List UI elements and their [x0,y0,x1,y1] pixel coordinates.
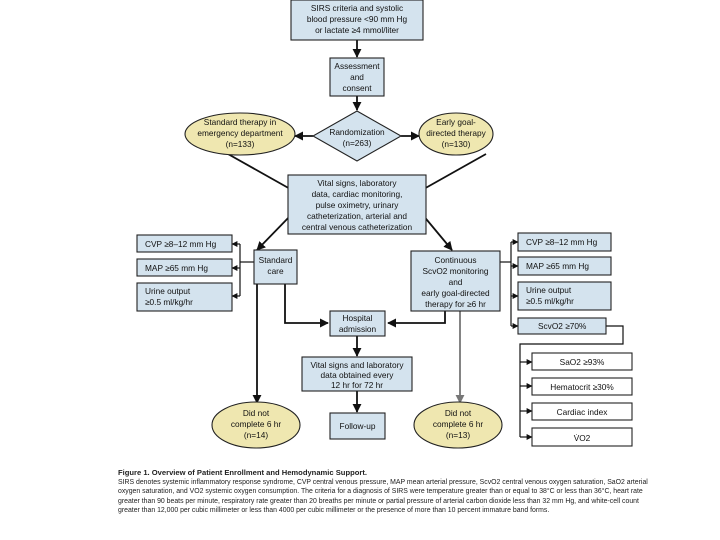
right-incomplete-ellipse: Did not complete 6 hr (n=13) [413,401,503,449]
sirs-line-1: SIRS criteria and systolic [311,3,403,13]
standard-group-count: (n=133) [226,139,255,149]
cardiac-index-label: Cardiac index [557,407,609,417]
caption-title: Figure 1. Overview of Patient Enrollment… [118,468,367,477]
left-map-target: MAP ≥65 mm Hg [136,258,233,277]
egdt-group-count: (n=130) [442,139,471,149]
sao2-label: SaO2 ≥93% [560,357,605,367]
standard-group-line-2: emergency department [197,128,283,138]
right-cvp-target: CVP ≥8–12 mm Hg [517,232,612,252]
hematocrit-label: Hematocrit ≥30% [550,382,614,392]
right-incomplete-count: (n=13) [446,430,470,440]
assessment-line-1: Assessment [334,61,380,71]
vital-line-5: central venous catheterization [302,222,413,232]
sirs-line-2: blood pressure <90 mm Hg [307,14,408,24]
figure-caption: Figure 1. Overview of Patient Enrollment… [118,468,648,515]
continuous-monitoring-box: Continuous ScvO2 monitoring and early go… [410,250,501,312]
vital-obtained-line-1: Vital signs and laboratory [310,360,404,370]
right-cvp-label: CVP ≥8–12 mm Hg [526,237,598,247]
right-map-label: MAP ≥65 mm Hg [526,261,589,271]
cardiac-index-target: Cardiac index [531,402,633,421]
standard-care-line-2: care [267,266,284,276]
left-incomplete-ellipse: Did not complete 6 hr (n=14) [211,401,301,449]
randomization-count: (n=263) [343,138,372,148]
vital-line-2: data, cardiac monitoring, [312,189,403,199]
followup-box: Follow-up [329,412,386,440]
left-incomplete-line-1: Did not [243,408,270,418]
sirs-line-3: or lactate ≥4 mmol/liter [315,25,399,35]
hematocrit-target: Hematocrit ≥30% [531,377,633,396]
right-scvo2-target: ScvO2 ≥70% [517,317,607,335]
randomization-label: Randomization [329,127,385,137]
continuous-line-1: Continuous [435,255,477,265]
right-incomplete-line-1: Did not [445,408,472,418]
left-urine-line-2: ≥0.5 ml/kg/hr [145,297,193,307]
continuous-line-4: early goal-directed [421,288,490,298]
vital-obtained-line-2: data obtained every [321,370,395,380]
right-urine-line-1: Urine output [526,285,572,295]
randomization-diamond: Randomization (n=263) [311,110,403,162]
assessment-line-2: and [350,72,364,82]
vital-line-3: pulse oximetry, urinary [316,200,400,210]
egdt-group-line-1: Early goal- [436,117,476,127]
left-urine-line-1: Urine output [145,286,191,296]
egdt-group-line-2: directed therapy [426,128,486,138]
connectors [227,40,624,440]
right-incomplete-line-2: complete 6 hr [433,419,484,429]
hospital-admission-box: Hospital admission [329,310,386,337]
egdt-group: Early goal- directed therapy (n=130) [418,112,494,156]
followup-label: Follow-up [340,421,376,431]
right-urine-line-2: ≥0.5 ml/kg/hr [526,296,574,306]
caption-text: SIRS denotes systemic inflammatory respo… [118,479,648,514]
left-incomplete-line-2: complete 6 hr [231,419,282,429]
sao2-target: SaO2 ≥93% [531,352,633,371]
continuous-line-2: ScvO2 monitoring [423,266,489,276]
vital-signs-box: Vital signs, laboratory data, cardiac mo… [287,174,427,235]
vital-obtained-line-3: 12 hr for 72 hr [331,380,383,390]
assessment-line-3: consent [342,83,372,93]
continuous-line-3: and [449,277,463,287]
standard-therapy-group: Standard therapy in emergency department… [184,112,296,156]
left-urine-target: Urine output ≥0.5 ml/kg/hr [136,282,233,312]
left-map-label: MAP ≥65 mm Hg [145,263,208,273]
left-cvp-label: CVP ≥8–12 mm Hg [145,239,217,249]
right-scvo2-label: ScvO2 ≥70% [538,321,587,331]
standard-group-line-1: Standard therapy in [204,117,277,127]
vo2-target: V̇O2 [531,427,633,447]
continuous-line-5: therapy for ≥6 hr [425,299,486,309]
vital-line-4: catheterization, arterial and [307,211,407,221]
right-map-target: MAP ≥65 mm Hg [517,256,612,276]
vital-obtained-box: Vital signs and laboratory data obtained… [301,356,413,392]
standard-care-box: Standard care [253,249,298,285]
assessment-box: Assessment and consent [329,57,385,97]
hospital-line-1: Hospital [343,313,373,323]
sirs-criteria-box: SIRS criteria and systolic blood pressur… [290,0,424,41]
hospital-line-2: admission [339,324,377,334]
standard-care-line-1: Standard [259,255,293,265]
left-cvp-target: CVP ≥8–12 mm Hg [136,234,233,253]
flowchart: SIRS criteria and systolic blood pressur… [136,0,633,449]
left-incomplete-count: (n=14) [244,430,268,440]
vital-line-1: Vital signs, laboratory [317,178,397,188]
vo2-label: V̇O2 [574,433,591,443]
right-urine-target: Urine output ≥0.5 ml/kg/hr [517,281,612,311]
